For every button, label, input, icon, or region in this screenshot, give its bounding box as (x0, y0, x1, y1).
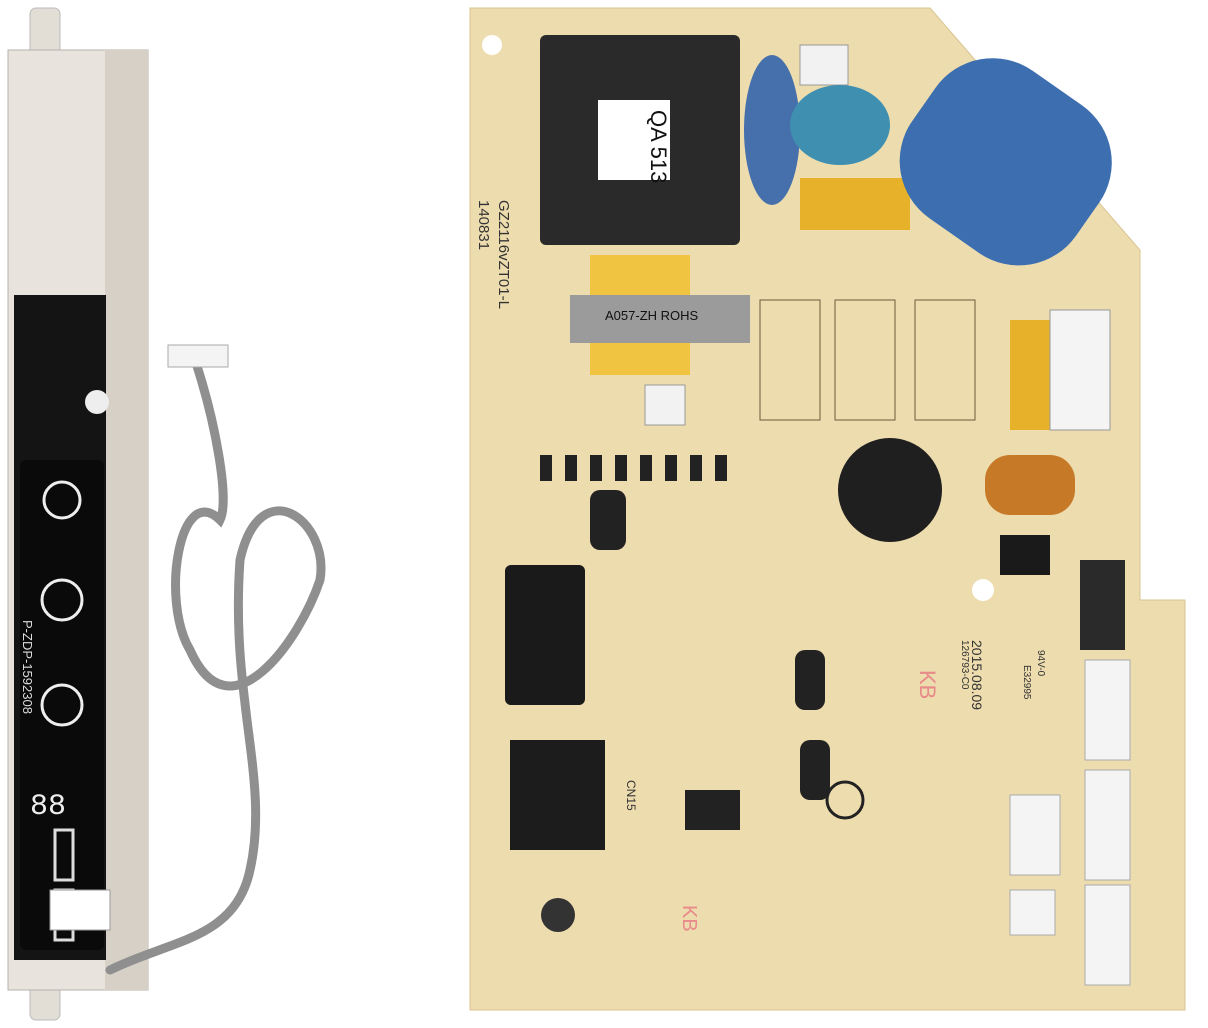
batch-label: 140831 (475, 200, 492, 251)
flame-rating-label: 94V-0 (1035, 650, 1046, 677)
capacitor (744, 55, 800, 205)
connector-label: CN15 (624, 780, 638, 811)
inspection-mark-2: KB (678, 905, 700, 932)
main-board (469, 7, 1186, 1011)
model-label: GZ2116vZT01-L (495, 200, 512, 309)
date-label: 2015.08.09 (969, 640, 985, 711)
inspection-mark: KB (915, 670, 940, 700)
display-board (7, 7, 149, 1021)
power-icon (40, 683, 84, 727)
wire-harness (105, 344, 326, 975)
digit-display: 88 (30, 790, 67, 824)
cert-label: E32995 (1021, 665, 1032, 700)
transformer-label: A057-ZH ROHS (605, 308, 699, 323)
display-part-number: P-ZDP-1592308 (20, 620, 35, 714)
relay-label: QA 513 (646, 110, 671, 184)
timer-icon (40, 578, 84, 622)
sleep-icon (42, 480, 82, 520)
serial-label: 126793-C0 (959, 640, 970, 690)
buzzer (838, 438, 942, 542)
